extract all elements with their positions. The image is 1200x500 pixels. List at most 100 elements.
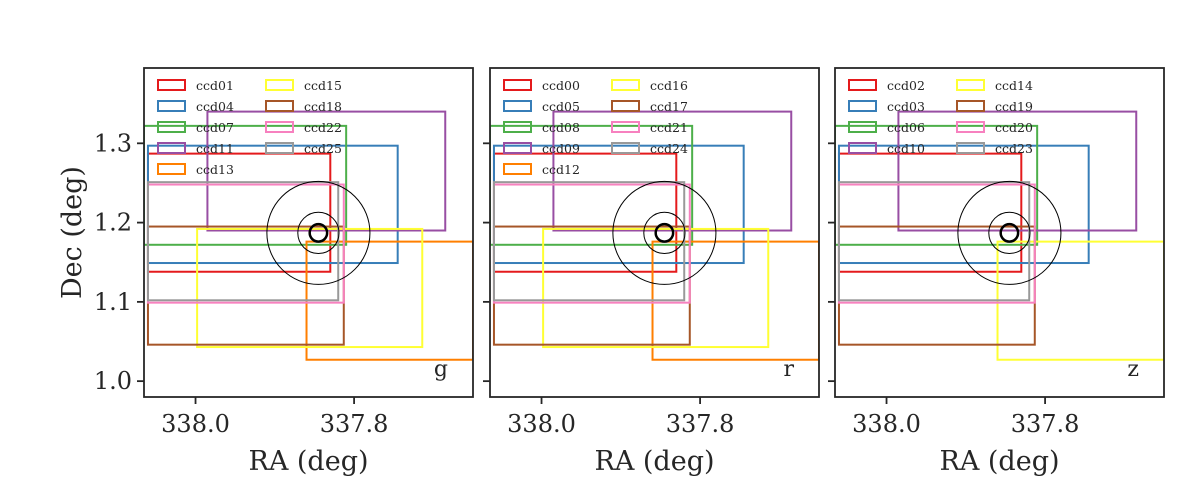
- x-axis-label: RA (deg): [939, 446, 1059, 477]
- legend-item-ccd18: ccd18: [265, 99, 342, 114]
- legend-swatch: [157, 79, 186, 91]
- y-tick-label: 1.1: [94, 288, 132, 316]
- legend-label: ccd23: [995, 141, 1033, 156]
- legend-swatch: [157, 142, 186, 154]
- legend-item-ccd07: ccd07: [157, 120, 234, 135]
- legend-label: ccd08: [542, 120, 580, 135]
- x-axis-label: RA (deg): [594, 446, 714, 477]
- ccd-footprint-ccd00: [492, 152, 678, 273]
- ccd-footprint-ccd07: [144, 124, 348, 246]
- ccd-footprint-ccd20: [837, 183, 1036, 304]
- y-tick-label: 1.2: [94, 209, 132, 237]
- legend-label: ccd18: [304, 99, 342, 114]
- legend-item-ccd05: ccd05: [503, 99, 580, 114]
- ccd-footprint-ccd16: [542, 227, 770, 349]
- legend-label: ccd17: [650, 99, 688, 114]
- target-circle-1: [957, 180, 1062, 285]
- legend-swatch: [503, 163, 532, 175]
- legend-swatch: [956, 100, 985, 112]
- target-circle-3: [654, 222, 675, 243]
- legend-item-ccd23: ccd23: [956, 141, 1033, 156]
- legend-item-ccd06: ccd06: [848, 120, 925, 135]
- band-label: g: [434, 357, 448, 382]
- target-circle-3: [308, 222, 329, 243]
- legend-swatch: [611, 79, 640, 91]
- legend-swatch: [157, 100, 186, 112]
- ccd-footprint-ccd23: [837, 181, 1031, 302]
- legend-label: ccd04: [196, 99, 234, 114]
- legend-label: ccd22: [304, 120, 342, 135]
- target-circle-1: [266, 180, 371, 285]
- legend-label: ccd25: [304, 141, 342, 156]
- ccd-footprint-ccd22: [146, 183, 345, 304]
- ccd-footprint-ccd25: [146, 181, 340, 302]
- legend-label: ccd15: [304, 78, 342, 93]
- legend-label: ccd21: [650, 120, 688, 135]
- target-circle-1: [612, 180, 717, 285]
- band-label: r: [783, 357, 794, 382]
- legend-label: ccd24: [650, 141, 688, 156]
- x-tick-label: 338.0: [161, 410, 230, 438]
- ccd-footprint-ccd08: [490, 124, 694, 246]
- legend-swatch: [848, 100, 877, 112]
- plot-area: [144, 110, 473, 361]
- legend-label: ccd02: [887, 78, 925, 93]
- legend-item-ccd16: ccd16: [611, 78, 688, 93]
- legend-label: ccd07: [196, 120, 234, 135]
- target-circle-2: [988, 211, 1031, 255]
- axes-frame: [489, 67, 820, 398]
- legend-label: ccd03: [887, 99, 925, 114]
- legend-label: ccd05: [542, 99, 580, 114]
- legend-item-ccd12: ccd12: [503, 162, 580, 177]
- legend-label: ccd20: [995, 120, 1033, 135]
- legend-swatch: [503, 121, 532, 133]
- target-circle-3: [999, 222, 1020, 243]
- x-tick-label: 337.8: [1011, 410, 1080, 438]
- legend-label: ccd10: [887, 141, 925, 156]
- legend-label: ccd16: [650, 78, 688, 93]
- target-circle-2: [643, 211, 686, 255]
- legend-label: ccd09: [542, 141, 580, 156]
- x-axis-label: RA (deg): [248, 446, 368, 477]
- target-circle-2: [297, 211, 340, 255]
- x-tick-label: 337.8: [320, 410, 389, 438]
- legend-item-ccd13: ccd13: [157, 162, 234, 177]
- x-tick-label: 338.0: [507, 410, 576, 438]
- legend-swatch: [848, 79, 877, 91]
- legend-label: ccd06: [887, 120, 925, 135]
- legend-item-ccd25: ccd25: [265, 141, 342, 156]
- legend-item-ccd09: ccd09: [503, 141, 580, 156]
- legend-item-ccd08: ccd08: [503, 120, 580, 135]
- ccd-footprint-ccd24: [492, 181, 686, 302]
- legend-swatch: [956, 79, 985, 91]
- legend-item-ccd10: ccd10: [848, 141, 925, 156]
- legend-label: ccd12: [542, 162, 580, 177]
- x-tick-label: 337.8: [666, 410, 735, 438]
- y-tick-label: 1.0: [94, 367, 132, 395]
- legend-item-ccd20: ccd20: [956, 120, 1033, 135]
- legend-swatch: [157, 121, 186, 133]
- legend-swatch: [503, 142, 532, 154]
- legend-swatch: [611, 142, 640, 154]
- legend-label: ccd11: [196, 141, 234, 156]
- x-tick-label: 338.0: [852, 410, 921, 438]
- ccd-footprint-ccd21: [492, 183, 691, 304]
- legend-label: ccd14: [995, 78, 1033, 93]
- legend-item-ccd15: ccd15: [265, 78, 342, 93]
- y-tick-label: 1.3: [94, 129, 132, 157]
- legend-swatch: [265, 121, 294, 133]
- legend-swatch: [956, 142, 985, 154]
- legend-swatch: [503, 100, 532, 112]
- axes-frame: [143, 67, 474, 398]
- legend-item-ccd17: ccd17: [611, 99, 688, 114]
- legend-swatch: [611, 100, 640, 112]
- legend-item-ccd19: ccd19: [956, 99, 1033, 114]
- legend-item-ccd21: ccd21: [611, 120, 688, 135]
- legend-label: ccd19: [995, 99, 1033, 114]
- legend-item-ccd01: ccd01: [157, 78, 234, 93]
- legend-item-ccd02: ccd02: [848, 78, 925, 93]
